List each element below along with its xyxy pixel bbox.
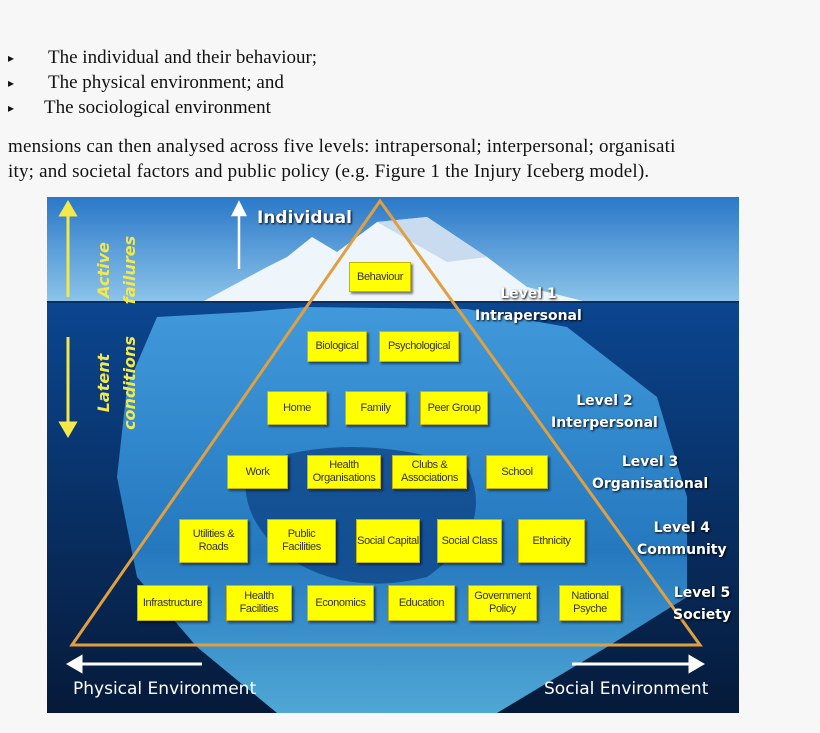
level-number: Level 4 xyxy=(653,520,711,536)
factor-box: Social Capital xyxy=(356,519,420,563)
factor-box: Behaviour xyxy=(349,262,411,292)
label-line: Active xyxy=(94,242,113,298)
level-name: Society xyxy=(673,607,732,623)
factor-box: Health Facilities xyxy=(226,585,292,621)
level-number: Level 2 xyxy=(576,393,633,409)
bullet-icon: ▸ xyxy=(8,51,15,65)
factor-box: National Psyche xyxy=(559,585,621,621)
factor-box: Psychological xyxy=(379,331,459,362)
factor-box: Home xyxy=(267,391,327,425)
factor-box: Education xyxy=(388,585,455,621)
factor-box: Health Organisations xyxy=(307,455,381,489)
factor-box: Peer Group xyxy=(420,391,488,425)
level-number: Level 1 xyxy=(500,286,557,302)
bullet-icon: ▸ xyxy=(8,76,15,90)
level-label: Level 1 Intrapersonal xyxy=(475,283,582,327)
level-label: Level 3 Organisational xyxy=(592,451,708,495)
level-label: Level 2 Interpersonal xyxy=(551,390,658,434)
factor-box: Work xyxy=(227,455,288,489)
label-line: conditions xyxy=(120,336,139,430)
left-arrow-icon xyxy=(66,654,202,674)
factor-box: Utilities & Roads xyxy=(179,519,248,563)
individual-label: Individual xyxy=(257,208,352,228)
individual-arrow-icon xyxy=(230,200,248,269)
factor-box: School xyxy=(486,455,548,489)
level-name: Interpersonal xyxy=(551,415,658,431)
latent-conditions-arrow xyxy=(58,337,78,438)
level-label: Level 4 Community xyxy=(637,517,727,561)
latent-conditions-label: Latent conditions xyxy=(91,323,143,443)
factor-box: Ethnicity xyxy=(518,519,585,563)
right-arrow-icon xyxy=(572,654,705,674)
paragraph-line: ity; and societal factors and public pol… xyxy=(8,161,650,182)
factor-box: Economics xyxy=(307,585,374,621)
injury-iceberg-figure: Individual Active failures Latent conditio… xyxy=(47,197,739,713)
level-number: Level 5 xyxy=(673,585,731,601)
pyramid-triangle xyxy=(69,198,703,647)
active-failures-label: Active failures xyxy=(91,220,143,320)
factor-box: Biological xyxy=(307,331,367,362)
factor-box: Public Facilities xyxy=(267,519,336,563)
paragraph-line: mensions can then analysed across five l… xyxy=(8,136,676,157)
social-environment-label: Social Environment xyxy=(544,679,709,699)
factor-box: Clubs & Associations xyxy=(392,455,467,489)
label-line: failures xyxy=(120,235,139,305)
level-name: Organisational xyxy=(592,476,709,492)
level-name: Intrapersonal xyxy=(475,308,582,324)
bullet-icon: ▸ xyxy=(8,101,15,115)
level-name: Community xyxy=(637,542,727,558)
factor-box: Family xyxy=(345,391,406,425)
factor-box: Government Policy xyxy=(468,585,537,621)
label-line: Latent xyxy=(94,353,113,413)
factor-box: Social Class xyxy=(437,519,502,563)
level-number: Level 3 xyxy=(621,454,679,470)
physical-environment-label: Physical Environment xyxy=(73,679,257,699)
factor-box: Infrastructure xyxy=(137,585,208,621)
active-failures-arrow xyxy=(58,200,78,297)
level-label: Level 5 Society xyxy=(673,582,731,626)
